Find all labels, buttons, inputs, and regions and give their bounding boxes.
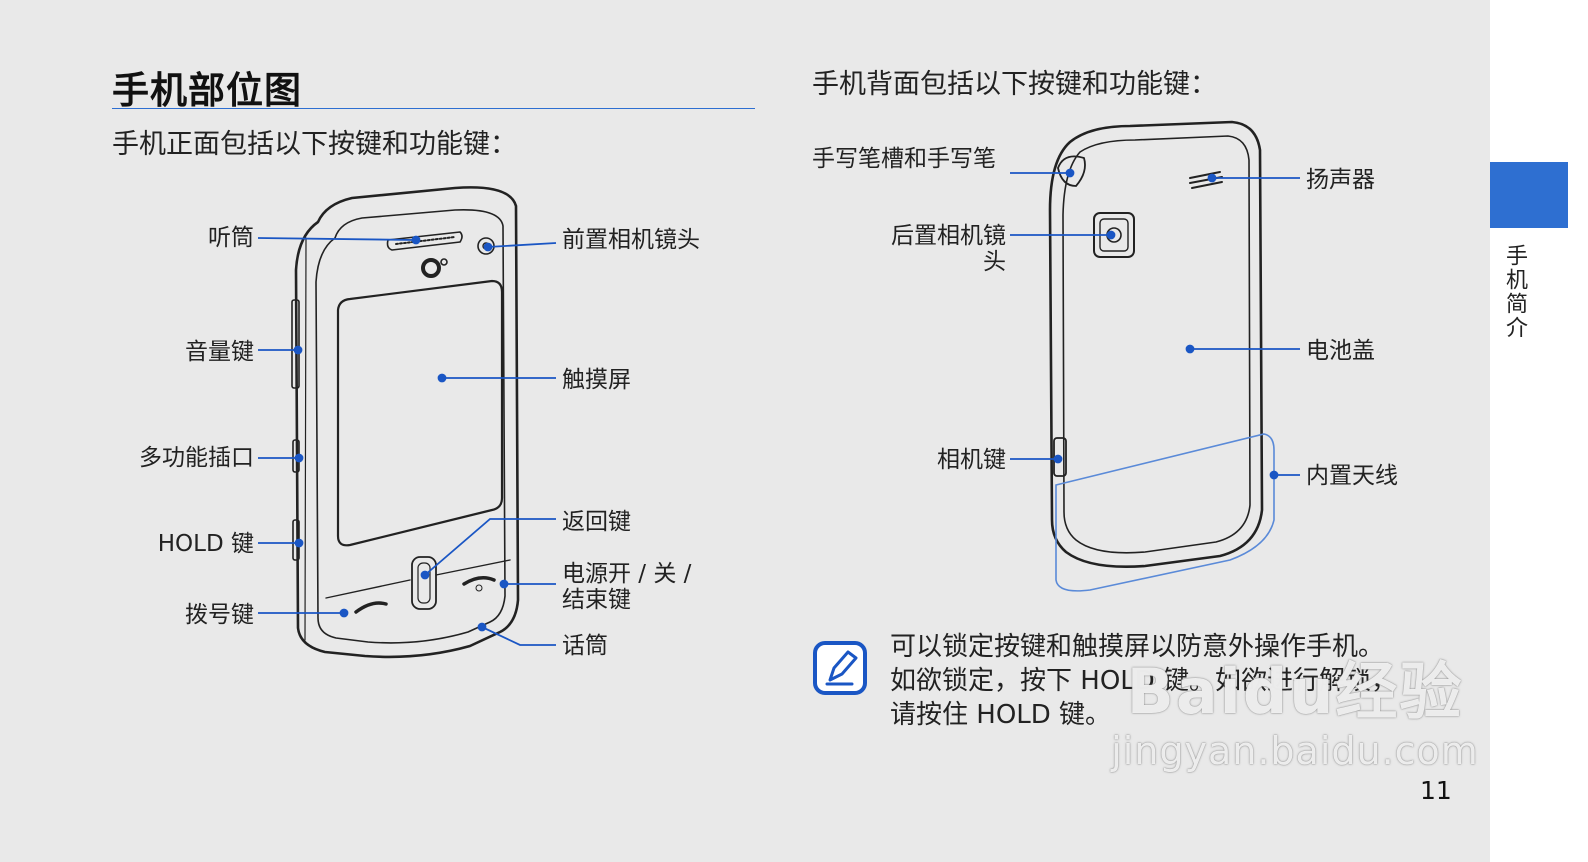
label-speaker: 扬声器 <box>1306 167 1375 193</box>
title-underline <box>112 108 755 109</box>
page-number: 11 <box>1420 776 1452 805</box>
back-phone-illustration <box>1048 120 1264 569</box>
label-multifunction-jack: 多功能插口 <box>139 445 254 471</box>
section-tab-label: 手机简介 <box>1502 244 1527 340</box>
antenna-outline <box>1055 433 1275 592</box>
note-pen-icon <box>813 641 867 695</box>
label-power-end-key-line1: 电源开 / 关 / <box>562 561 692 587</box>
label-front-camera: 前置相机镜头 <box>562 227 700 253</box>
label-hold-key: HOLD 键 <box>157 531 254 557</box>
label-touchscreen: 触摸屏 <box>562 367 631 393</box>
label-battery-cover: 电池盖 <box>1306 338 1375 364</box>
watermark-line-1: Baidu经验 <box>1126 655 1464 728</box>
back-callout-lines <box>1010 168 1300 480</box>
note-line-2: 如欲锁定，按下 HOLD 键。如欲进行解锁， <box>890 666 1398 696</box>
label-power-end-key-line2: 结束键 <box>562 587 631 613</box>
section-tab <box>1490 162 1568 228</box>
label-earpiece: 听筒 <box>208 225 254 251</box>
right-margin <box>1490 0 1588 862</box>
note-line-1: 可以锁定按键和触摸屏以防意外操作手机。 <box>890 632 1385 662</box>
note-text: 可以锁定按键和触摸屏以防意外操作手机。 如欲锁定，按下 HOLD 键。如欲进行解… <box>890 630 1460 732</box>
label-stylus-slot: 手写笔槽和手写笔 <box>812 146 996 172</box>
label-back-key: 返回键 <box>562 509 631 535</box>
page-title: 手机部位图 <box>112 69 302 112</box>
note-line-3: 请按住 HOLD 键。 <box>890 700 1112 730</box>
label-rear-camera-line1: 后置相机镜 <box>891 223 1006 249</box>
label-rear-camera-line2: 头 <box>983 249 1006 275</box>
watermark-line-2: jingyan.baidu.com <box>1111 729 1479 773</box>
label-volume-key: 音量键 <box>185 339 254 365</box>
back-intro: 手机背面包括以下按键和功能键： <box>812 69 1217 100</box>
label-dial-key: 拨号键 <box>185 602 254 628</box>
front-callout-lines <box>257 235 557 646</box>
label-microphone: 话筒 <box>562 633 608 659</box>
label-camera-key: 相机键 <box>937 447 1006 473</box>
label-internal-antenna: 内置天线 <box>1306 463 1398 489</box>
front-intro: 手机正面包括以下按键和功能键： <box>112 129 517 160</box>
baidu-watermark: Baidu经验 jingyan.baidu.com <box>1110 655 1480 773</box>
front-phone-illustration <box>291 186 520 659</box>
